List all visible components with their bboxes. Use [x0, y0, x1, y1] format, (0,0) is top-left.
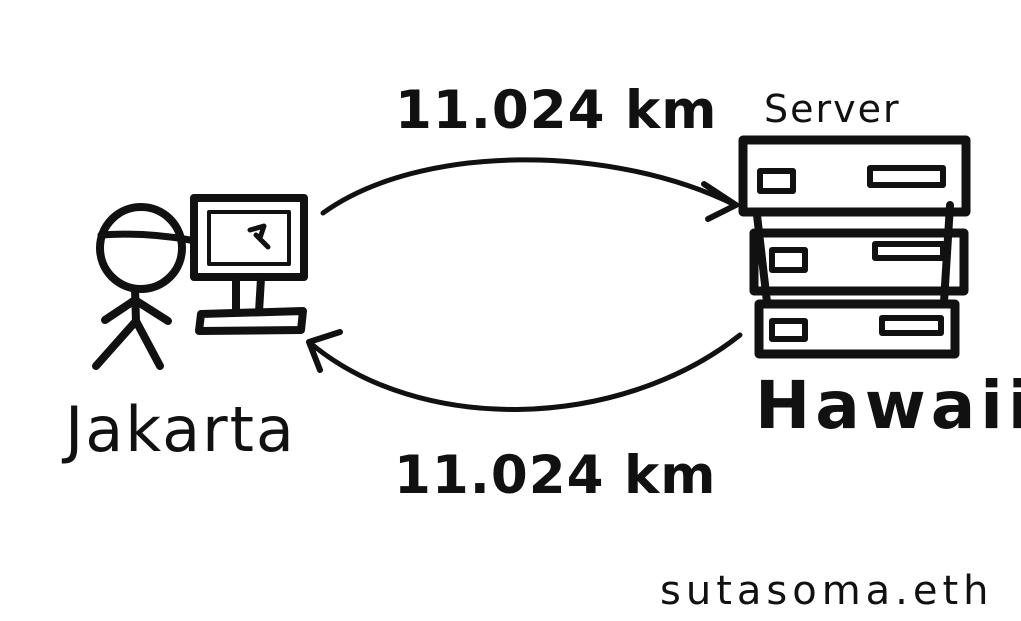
- server-location-label: Hawaii: [755, 367, 1021, 444]
- request-arrow: [320, 157, 739, 222]
- server-unit-top-slot: [757, 168, 796, 194]
- cursor-icon: [247, 223, 271, 250]
- server-label: Server: [764, 87, 901, 131]
- user-stick-figure: [92, 203, 194, 370]
- server-unit-middle-drive: [872, 241, 946, 261]
- arrowhead-left-icon: [306, 329, 343, 373]
- user-arms: [101, 296, 172, 325]
- server-unit-middle: [749, 228, 969, 296]
- monitor-stand: [232, 274, 265, 316]
- server-unit-bottom-slot: [769, 318, 808, 342]
- top-distance-label: 11.024 km: [395, 80, 717, 141]
- monitor: [190, 194, 308, 281]
- signature: sutasoma.eth: [660, 568, 994, 614]
- server-unit-bottom: [754, 299, 960, 359]
- user-head: [96, 203, 186, 293]
- keyboard: [195, 307, 307, 335]
- server-stack: [738, 135, 971, 359]
- server-unit-middle-slot: [769, 247, 808, 273]
- server-unit-top-drive: [867, 165, 946, 188]
- server-unit-bottom-drive: [879, 315, 944, 336]
- user-legs: [92, 317, 164, 370]
- server-unit-top: [738, 135, 971, 217]
- arrowhead-right-icon: [701, 181, 739, 222]
- client-location-label: Jakarta: [61, 393, 296, 466]
- monitor-screen: [207, 210, 291, 266]
- response-arrow: [306, 329, 743, 412]
- computer: [190, 194, 308, 335]
- user-headband: [97, 230, 194, 244]
- bottom-distance-label: 11.024 km: [394, 445, 716, 506]
